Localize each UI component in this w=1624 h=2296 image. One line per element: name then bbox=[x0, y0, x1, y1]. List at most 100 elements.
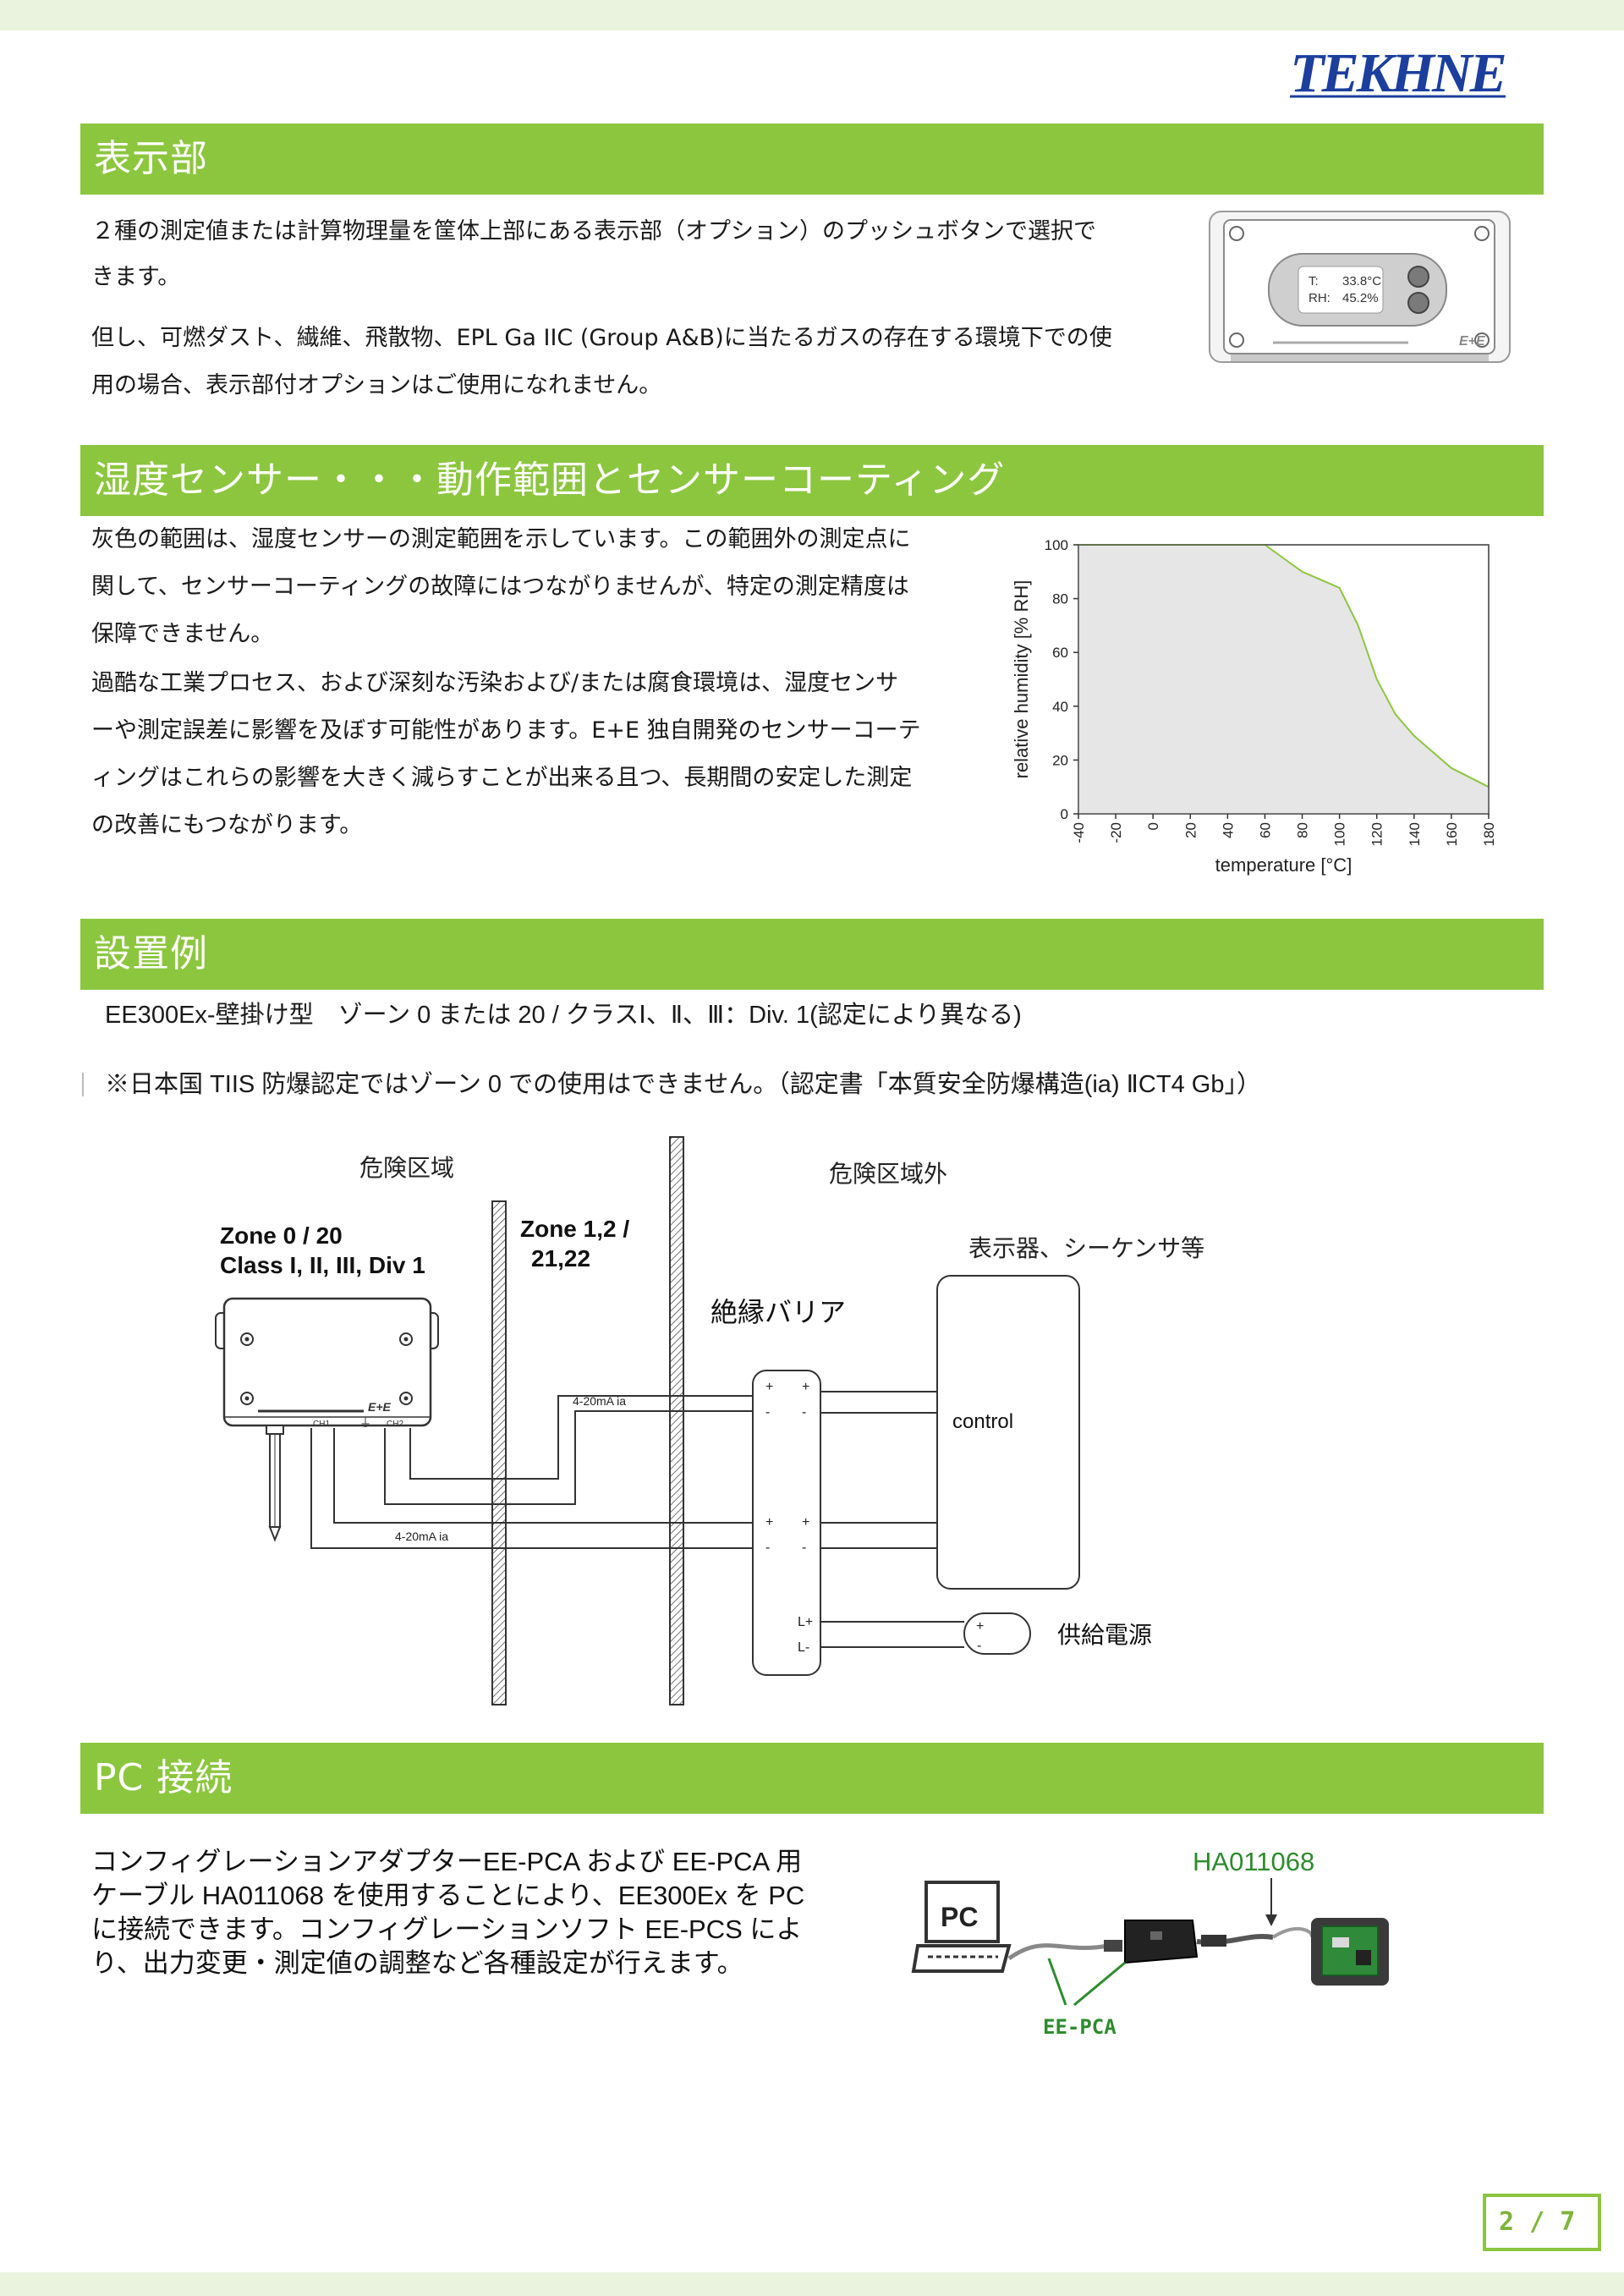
section-header-display: 表示部 bbox=[80, 124, 1544, 195]
pc-text-line: ケーブル HA011068 を使用することにより、EE300Ex を PC bbox=[91, 1881, 805, 1910]
control-label: control bbox=[952, 1410, 1013, 1433]
plot-frame-border bbox=[1078, 544, 1490, 815]
x-tick-label: 60 bbox=[1257, 822, 1273, 838]
ch1-label: CH1 bbox=[313, 1420, 330, 1429]
control-unit bbox=[936, 1275, 1080, 1590]
lcd-rh-value: 45.2% bbox=[1342, 291, 1379, 305]
section-header-pc: PC 接続 bbox=[80, 1743, 1544, 1814]
cable-end bbox=[1271, 1927, 1314, 1939]
top-band bbox=[0, 0, 1624, 30]
push-button-icon bbox=[1407, 292, 1429, 314]
power-supply-label: 供給電源 bbox=[1057, 1622, 1152, 1648]
adapter-arrow bbox=[1047, 1958, 1067, 2006]
x-tick-label: 180 bbox=[1481, 822, 1497, 846]
humidity-text-line: ィングはこれらの影響を大きく減らすことが出来る且つ、長期間の安定した測定 bbox=[91, 765, 913, 791]
x-tick-label: 120 bbox=[1369, 822, 1385, 846]
wire-ch2-return bbox=[384, 1410, 753, 1505]
zone0-label-line1: Zone 0 / 20 bbox=[220, 1222, 343, 1249]
ground-icon: ⏚ bbox=[359, 1416, 371, 1430]
y-tick-label: 60 bbox=[1052, 645, 1068, 661]
power-plus: + bbox=[976, 1619, 984, 1634]
humidity-text-line: 関して、センサーコーティングの故障にはつながりませんが、特定の測定精度は bbox=[91, 574, 909, 600]
ch2-label: CH2 bbox=[387, 1420, 403, 1429]
x-tick-label: -40 bbox=[1071, 822, 1087, 843]
power-supply bbox=[963, 1612, 1031, 1655]
display-device-image: T: 33.8°C RH: 45.2% E+E bbox=[1209, 211, 1511, 363]
screw-icon bbox=[240, 1392, 254, 1405]
zone-wall-left bbox=[491, 1200, 507, 1706]
install-line2: ※日本国 TIIS 防爆認定ではゾーン 0 での使用はできません。（認定書「本質… bbox=[105, 1071, 1261, 1098]
screw-icon bbox=[244, 1396, 250, 1401]
zone1-label-line2: 21,22 bbox=[531, 1245, 590, 1272]
screw-icon bbox=[1474, 332, 1490, 348]
barrier-minus: - bbox=[765, 1405, 770, 1420]
pc-text-line: り、出力変更・測定値の調整など各種設定が行えます。 bbox=[91, 1948, 743, 1978]
y-tick-label: 80 bbox=[1052, 591, 1068, 607]
display-para1-line2: きます。 bbox=[91, 264, 181, 290]
x-tick-label: 0 bbox=[1145, 822, 1161, 830]
x-tick-label: -20 bbox=[1108, 822, 1124, 843]
arrow-head-icon bbox=[1265, 1914, 1277, 1926]
adapter-arrow bbox=[1073, 1961, 1126, 2007]
cable-label: HA011068 bbox=[1193, 1847, 1314, 1876]
pc-connection-image: HA011068 PC EE-PCA bbox=[911, 1847, 1389, 2039]
y-tick-label: 0 bbox=[1061, 806, 1068, 822]
wire-ch2-out bbox=[409, 1395, 753, 1480]
screw-icon bbox=[403, 1396, 409, 1401]
cable-connector bbox=[1201, 1935, 1226, 1947]
display-para1-line1: ２種の測定値または計算物理量を筐体上部にある表示部（オプション）のプッシュボタン… bbox=[91, 218, 1096, 244]
board-component bbox=[1356, 1950, 1371, 1965]
barrier-minus: - bbox=[765, 1541, 770, 1555]
screw-icon bbox=[1229, 332, 1244, 348]
y-tick-label: 20 bbox=[1052, 752, 1068, 768]
page-number: 2 / 7 bbox=[1483, 2194, 1601, 2251]
x-tick-label: 80 bbox=[1295, 822, 1311, 838]
wire-ch1-return bbox=[310, 1428, 753, 1549]
adapter-label: EE-PCA bbox=[1043, 2015, 1116, 2039]
y-tick-label: 40 bbox=[1052, 699, 1068, 715]
pc-text-line: コンフィグレーションアダプターEE-PCA および EE-PCA 用 bbox=[91, 1847, 803, 1876]
section-header-humidity: 湿度センサー・・・動作範囲とセンサーコーティング bbox=[80, 445, 1544, 516]
laptop-screen bbox=[924, 1881, 1000, 1943]
usb-cable bbox=[1007, 1943, 1109, 1961]
barrier-minus: - bbox=[802, 1405, 806, 1420]
isolation-barrier bbox=[752, 1370, 821, 1676]
safe-area-label: 危険区域外 bbox=[829, 1161, 947, 1187]
installation-diagram: 危険区域 危険区域外 Zone 0 / 20 Class I, II, III,… bbox=[215, 1136, 1204, 1706]
humidity-text-line: の改善にもつながります。 bbox=[91, 812, 363, 838]
humidity-text-line: ーや測定誤差に影響を及ぼす可能性があります。E+E 独自開発のセンサーコーテ bbox=[91, 717, 921, 744]
screw-icon bbox=[399, 1332, 413, 1346]
barrier-l-plus: L+ bbox=[798, 1615, 813, 1629]
pc-text-line: に接続できます。コンフィグレーションソフト EE-PCS によ bbox=[91, 1914, 803, 1944]
laptop-keyboard bbox=[911, 1944, 1012, 1973]
barrier-plus: + bbox=[802, 1515, 809, 1530]
tekhne-logo: TEKHNE bbox=[1290, 42, 1508, 103]
hazard-area-label: 危険区域 bbox=[359, 1155, 454, 1181]
operating-range-boundary bbox=[1078, 544, 1490, 788]
lcd-t-label: T: bbox=[1309, 274, 1319, 288]
y-tick-label: 100 bbox=[1045, 537, 1068, 553]
section-header-install: 設置例 bbox=[80, 919, 1544, 990]
logo-text: TEKHNE bbox=[1290, 42, 1505, 103]
install-line1: EE300Ex-壁掛け型 ゾーン 0 または 20 / クラスⅠ、Ⅱ、Ⅲ：Div… bbox=[105, 1002, 1022, 1029]
ee-pca-adapter bbox=[1124, 1920, 1199, 1964]
humidity-text-line: 過酷な工業プロセス、および深刻な汚染および/または腐食環境は、湿度センサ bbox=[91, 670, 899, 696]
board-component bbox=[1332, 1937, 1349, 1947]
display-devices-label: 表示器、シーケンサ等 bbox=[968, 1235, 1204, 1261]
lcd-screen bbox=[1298, 266, 1384, 314]
x-tick-label: 160 bbox=[1444, 822, 1460, 846]
humidity-text-line: 灰色の範囲は、湿度センサーの測定範囲を示しています。この範囲外の測定点に bbox=[91, 526, 911, 552]
barrier-plus: + bbox=[765, 1380, 773, 1394]
screw-icon bbox=[240, 1332, 254, 1346]
zone1-label-line1: Zone 1,2 / bbox=[520, 1216, 629, 1242]
transmitter-brand-mark: E+E bbox=[368, 1400, 392, 1414]
x-tick-label: 140 bbox=[1407, 822, 1423, 846]
screw-icon bbox=[244, 1337, 250, 1342]
bottom-band bbox=[0, 2272, 1624, 2296]
adapter-led bbox=[1150, 1931, 1162, 1940]
barrier-minus: - bbox=[802, 1541, 806, 1555]
barrier-label: 絶縁バリア bbox=[710, 1297, 846, 1327]
humidity-text-line: 保障できません。 bbox=[91, 621, 274, 647]
operating-range-area bbox=[1078, 545, 1489, 814]
